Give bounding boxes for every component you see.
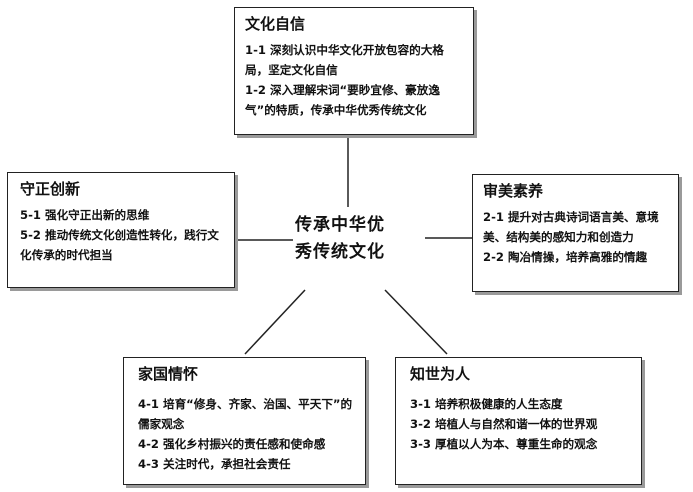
center-topic-line2: 秀传统文化: [295, 242, 385, 262]
box-item: 4-3 关注时代，承担社会责任: [138, 457, 291, 471]
box-aesthetic-literacy: 审美素养 2-1 提升对古典诗词语言美、意境美、结构美的感知力和创造力 2-2 …: [472, 174, 679, 292]
center-topic: 传承中华优 秀传统文化: [295, 212, 425, 266]
box-item: 1-1 深刻认识中华文化开放包容的大格局，坚定文化自信: [245, 43, 444, 77]
box-knowing-world: 知世为人 3-1 培养积极健康的人生态度 3-2 培植人与自然和谐一体的世界观 …: [395, 357, 642, 485]
center-topic-line1: 传承中华优: [295, 215, 385, 235]
connector-bottom-left: [244, 289, 306, 355]
box-item: 3-3 厚植以人为本、尊重生命的观念: [410, 437, 598, 451]
box-item: 5-2 推动传统文化创造性转化，践行文化传承的时代担当: [20, 228, 219, 262]
connector-bottom-right: [384, 289, 448, 355]
box-title: 知世为人: [410, 365, 471, 383]
box-item: 4-1 培育“修身、齐家、治国、平天下”的儒家观念: [138, 397, 353, 431]
box-item: 2-2 陶冶情操，培养高雅的情趣: [483, 250, 648, 264]
box-item: 5-1 强化守正出新的思维: [20, 208, 150, 222]
box-title: 文化自信: [245, 15, 306, 33]
box-item: 3-2 培植人与自然和谐一体的世界观: [410, 417, 598, 431]
box-patriotism: 家国情怀 4-1 培育“修身、齐家、治国、平天下”的儒家观念 4-2 强化乡村振…: [123, 357, 366, 485]
box-title: 家国情怀: [138, 365, 199, 383]
box-cultural-confidence: 文化自信 1-1 深刻认识中华文化开放包容的大格局，坚定文化自信 1-2 深入理…: [234, 7, 474, 135]
box-item: 4-2 强化乡村振兴的责任感和使命感: [138, 437, 326, 451]
box-title: 守正创新: [20, 180, 81, 198]
box-item: 2-1 提升对古典诗词语言美、意境美、结构美的感知力和创造力: [483, 210, 659, 244]
box-item: 3-1 培养积极健康的人生态度: [410, 397, 563, 411]
box-title: 审美素养: [483, 182, 544, 200]
box-innovation: 守正创新 5-1 强化守正出新的思维 5-2 推动传统文化创造性转化，践行文化传…: [7, 172, 235, 288]
box-item: 1-2 深入理解宋词“要眇宜修、豪放逸气”的特质，传承中华优秀传统文化: [245, 83, 440, 117]
